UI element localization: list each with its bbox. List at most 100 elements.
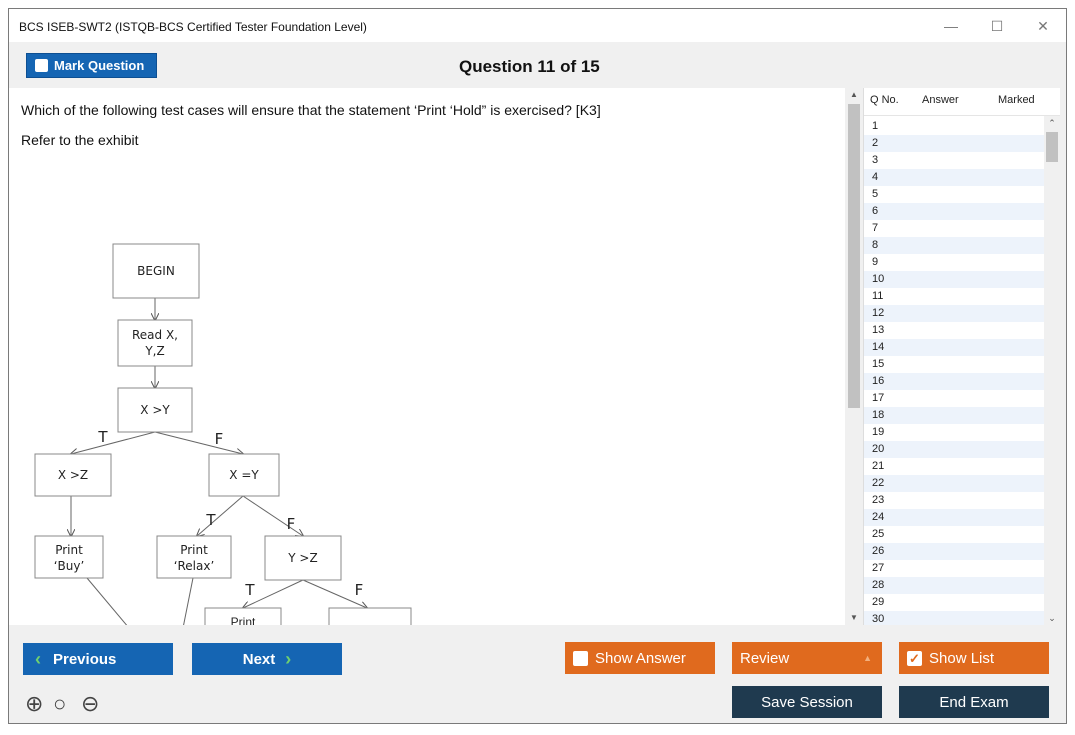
flowchart-ygtz-label: Y >Z xyxy=(287,551,317,565)
show-answer-checkbox-icon[interactable] xyxy=(573,650,588,666)
flowchart-xgty-label: X >Y xyxy=(140,403,170,417)
flowchart-xgty-true-label: T xyxy=(97,428,108,446)
flowchart-begin-label: BEGIN xyxy=(137,264,175,278)
question-list-row[interactable]: 28 xyxy=(864,577,1044,594)
flowchart-print-buy-label-1: Print xyxy=(55,543,83,557)
question-list-row[interactable]: 2 xyxy=(864,135,1044,152)
question-header: Mark Question Question 11 of 15 xyxy=(9,42,1066,88)
show-list-button[interactable]: ✓ Show List xyxy=(899,642,1049,674)
show-answer-button[interactable]: Show Answer xyxy=(565,642,715,674)
next-button[interactable]: Next › xyxy=(192,643,342,675)
review-dropdown[interactable]: Review ▲ xyxy=(732,642,882,674)
question-list-row[interactable]: 4 xyxy=(864,169,1044,186)
flowchart-read-label-1: Read X, xyxy=(132,328,178,342)
question-list-row[interactable]: 26 xyxy=(864,543,1044,560)
question-pane-scrollbar[interactable]: ▲ ▼ xyxy=(845,88,863,625)
previous-label: Previous xyxy=(53,650,117,668)
save-session-button[interactable]: Save Session xyxy=(732,686,882,718)
question-list-row[interactable]: 11 xyxy=(872,290,884,302)
flowchart-print-buy-label-2: ‘Buy’ xyxy=(54,559,85,573)
question-list-scrollbar[interactable]: ⌃ ⌄ xyxy=(1044,116,1060,625)
flowchart-read-label-2: Y,Z xyxy=(144,344,164,358)
flowchart-begin-box xyxy=(112,243,200,299)
flowchart-xeqy-true-label: T xyxy=(205,511,216,529)
flowchart-xeqy-box xyxy=(208,453,280,497)
dropdown-arrow-icon: ▲ xyxy=(863,653,872,663)
mark-question-button[interactable]: Mark Question xyxy=(26,53,157,78)
close-icon[interactable]: ✕ xyxy=(1037,18,1049,34)
minimize-icon[interactable]: — xyxy=(944,18,958,34)
scroll-up-icon[interactable]: ▲ xyxy=(850,90,858,99)
flowchart-print-relax-label-1: Print xyxy=(180,543,208,557)
zoom-in-icon[interactable]: ⊕ xyxy=(25,691,44,716)
qno-column-header[interactable]: Q No. xyxy=(870,94,899,106)
flowchart-xgtz-box xyxy=(34,453,112,497)
question-list-row[interactable]: 13 xyxy=(872,324,885,336)
next-label: Next xyxy=(242,650,276,668)
question-list-row[interactable]: 24 xyxy=(864,509,1044,526)
question-list-row[interactable]: 8 xyxy=(864,237,1044,254)
mark-question-label: Mark Question xyxy=(54,58,145,73)
chevron-left-icon: ‹ xyxy=(35,648,41,669)
question-list-row[interactable]: 29 xyxy=(872,596,885,608)
question-list-row[interactable]: 16 xyxy=(864,373,1044,390)
question-text: Which of the following test cases will e… xyxy=(21,102,601,118)
question-list-row[interactable]: 20 xyxy=(864,441,1044,458)
question-list-row[interactable]: 18 xyxy=(864,407,1044,424)
list-scroll-up-icon[interactable]: ⌃ xyxy=(1048,118,1056,128)
scroll-thumb[interactable] xyxy=(848,104,860,408)
question-counter: Question 11 of 15 xyxy=(459,57,600,76)
question-list-row[interactable]: 1 xyxy=(872,120,879,132)
marked-column-header[interactable]: Marked xyxy=(998,94,1035,106)
question-list-row[interactable]: 6 xyxy=(864,203,1044,220)
flowchart-yeqz-label: Y=Z xyxy=(359,623,381,625)
flowchart-ygtz-box xyxy=(264,535,342,581)
zoom-out-icon[interactable]: ⊖ xyxy=(81,691,100,716)
list-scroll-down-icon[interactable]: ⌄ xyxy=(1048,613,1056,623)
previous-button[interactable]: ‹ Previous xyxy=(23,643,173,675)
question-list-row[interactable]: 27 xyxy=(872,562,885,574)
question-list-row[interactable]: 23 xyxy=(872,494,885,506)
flowchart-print-relax-label-2: ‘Relax’ xyxy=(174,559,215,573)
exhibit-flowchart: BEGIN Read X, Y,Z X >Y X >Z X =Y Print ‘… xyxy=(21,158,481,625)
show-list-check-icon[interactable]: ✓ xyxy=(907,650,922,666)
mark-checkbox-icon[interactable] xyxy=(35,59,48,72)
show-answer-label: Show Answer xyxy=(595,649,686,667)
question-reference: Refer to the exhibit xyxy=(21,132,139,148)
flowchart-xeqy-label: X =Y xyxy=(229,468,259,482)
question-list-row[interactable]: 21 xyxy=(872,460,885,472)
window-title: BCS ISEB-SWT2 (ISTQB-BCS Certified Teste… xyxy=(19,20,367,34)
flowchart-xeqy-false-label: F xyxy=(287,515,296,533)
flowchart-ygtz-false-label: F xyxy=(355,581,364,599)
answer-column-header[interactable]: Answer xyxy=(922,94,959,106)
question-list-row[interactable]: 17 xyxy=(872,392,885,404)
flowchart-yeqz-box xyxy=(328,607,412,625)
maximize-icon[interactable]: ☐ xyxy=(990,18,1004,34)
flowchart-xgty-box xyxy=(117,387,193,433)
question-list-row[interactable]: 5 xyxy=(872,188,879,200)
question-list-row[interactable]: 14 xyxy=(864,339,1044,356)
list-scroll-thumb[interactable] xyxy=(1046,132,1058,162)
question-list-row[interactable]: 3 xyxy=(872,154,879,166)
flowchart-print-hold-label-1: Print xyxy=(231,615,256,625)
question-list-row[interactable]: 7 xyxy=(872,222,879,234)
scroll-down-icon[interactable]: ▼ xyxy=(850,613,858,622)
title-bar: BCS ISEB-SWT2 (ISTQB-BCS Certified Teste… xyxy=(9,9,1066,42)
question-list-row[interactable]: 15 xyxy=(872,358,885,370)
question-list-row[interactable]: 9 xyxy=(872,256,879,268)
question-list-row[interactable]: 12 xyxy=(864,305,1044,322)
question-pane: Which of the following test cases will e… xyxy=(9,88,845,625)
end-exam-button[interactable]: End Exam xyxy=(899,686,1049,718)
question-list-row[interactable]: 19 xyxy=(872,426,885,438)
question-list-row[interactable]: 10 xyxy=(864,271,1044,288)
flowchart-read-box xyxy=(117,319,193,367)
flowchart-xgtz-label: X >Z xyxy=(58,468,88,482)
question-list-row[interactable]: 30 xyxy=(864,611,1044,625)
question-list-row[interactable]: 25 xyxy=(872,528,885,540)
question-list-row[interactable]: 22 xyxy=(864,475,1044,492)
footer-toolbar: ‹ Previous Next › Show Answer Review ▲ ✓… xyxy=(9,625,1066,723)
flowchart-xgty-false-label: F xyxy=(215,430,224,448)
zoom-reset-icon[interactable]: ○ xyxy=(53,691,67,716)
